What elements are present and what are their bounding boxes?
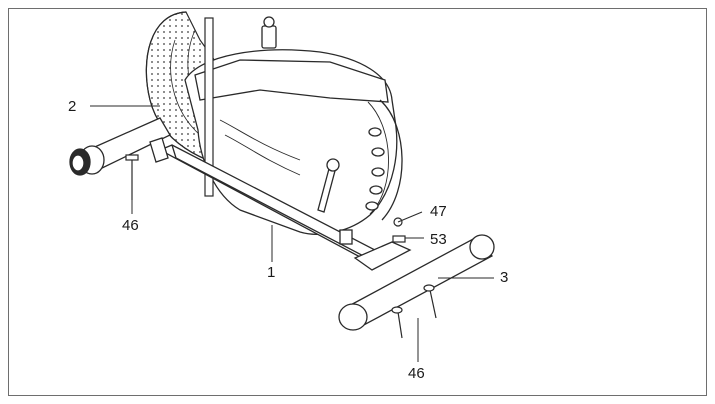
main-housing bbox=[184, 16, 403, 235]
callout-part-46-front: 46 bbox=[408, 365, 425, 382]
callout-part-47: 47 bbox=[430, 203, 447, 220]
callout-part-1: 1 bbox=[267, 264, 275, 281]
leader-lines bbox=[90, 105, 494, 362]
main-frame-rail bbox=[158, 144, 412, 271]
washer-and-nut bbox=[392, 217, 406, 243]
callout-part-2: 2 bbox=[68, 98, 76, 115]
callout-part-3: 3 bbox=[500, 269, 508, 286]
callout-part-53: 53 bbox=[430, 231, 447, 248]
front-bolts bbox=[391, 284, 437, 339]
rear-stabilizer-tube bbox=[69, 117, 171, 176]
rear-bolt bbox=[125, 154, 139, 200]
upright-post bbox=[204, 17, 214, 197]
front-stabilizer-tube bbox=[338, 234, 495, 331]
callout-part-46-rear: 46 bbox=[122, 217, 139, 234]
